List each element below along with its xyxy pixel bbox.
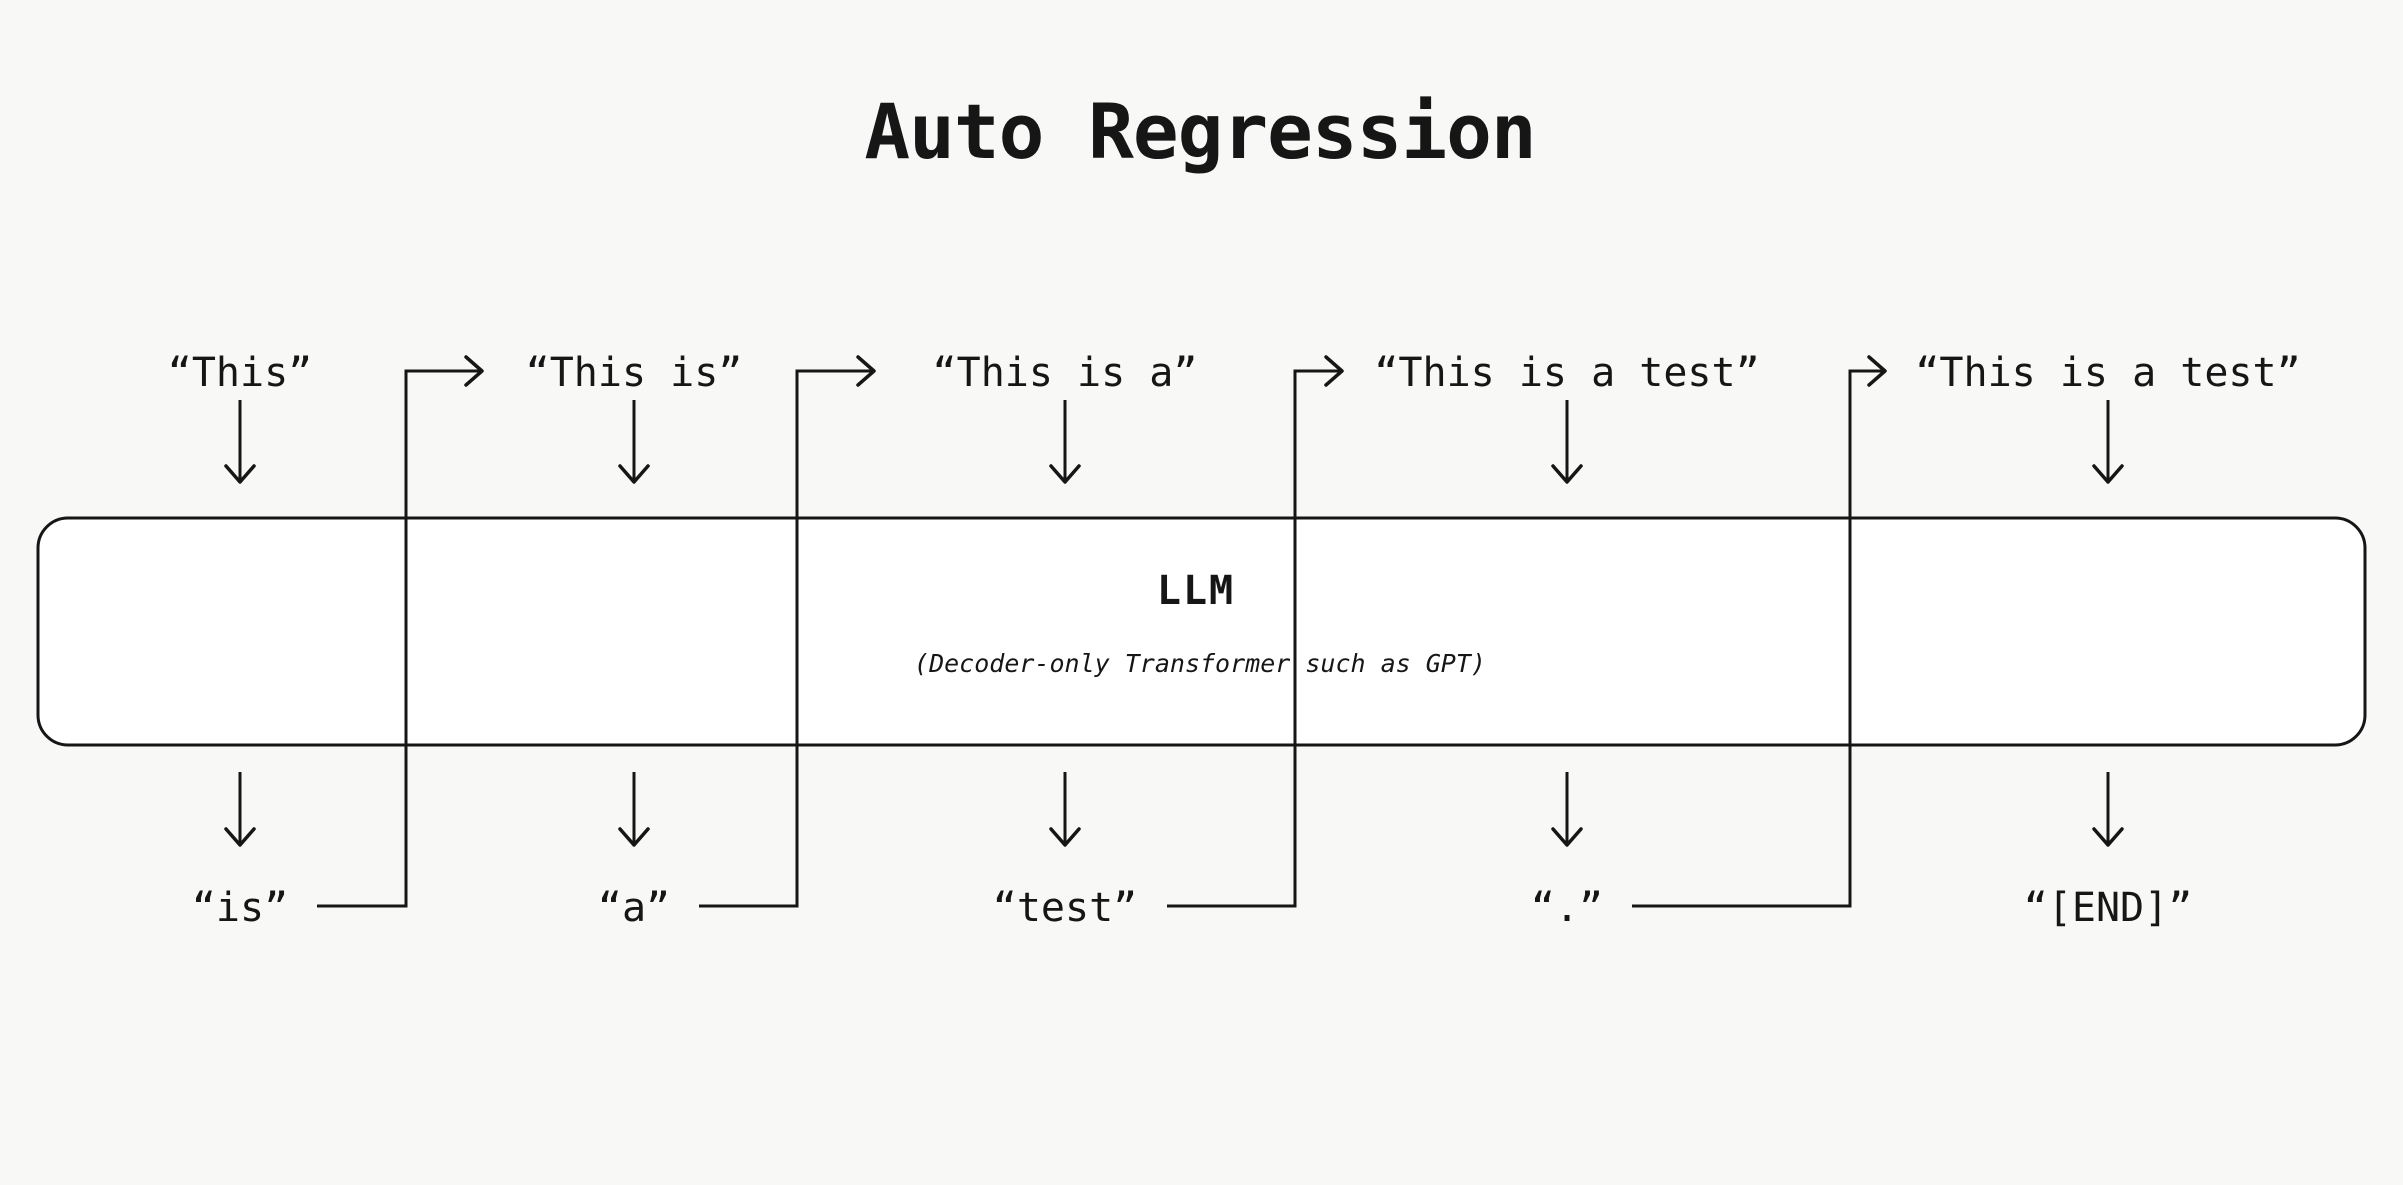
input-arrow-down-5 (2092, 400, 2124, 484)
input-arrow-down-2 (618, 400, 650, 484)
feedback-connector-3 (1167, 355, 1344, 908)
output-label-5: “[END]” (2024, 885, 2193, 931)
output-label-3: “test” (993, 885, 1138, 931)
page-title: Auto Regression (864, 87, 1535, 176)
feedback-connector-1 (317, 355, 484, 908)
llm-sublabel: (Decoder-only Transformer such as GPT) (914, 649, 1486, 678)
output-arrow-down-5 (2092, 772, 2124, 847)
input-label-4: “This is a test” (1374, 350, 1759, 396)
input-label-5: “This is a test” (1915, 350, 2300, 396)
input-label-2: “This is” (526, 350, 743, 396)
output-label-4: “.” (1531, 885, 1603, 931)
output-arrow-down-3 (1049, 772, 1081, 847)
feedback-connector-4 (1632, 355, 1887, 908)
output-arrow-down-2 (618, 772, 650, 847)
input-label-1: “This” (168, 350, 313, 396)
output-arrow-down-4 (1551, 772, 1583, 847)
input-arrow-down-3 (1049, 400, 1081, 484)
output-label-1: “is” (192, 885, 288, 931)
input-arrow-down-4 (1551, 400, 1583, 484)
llm-label: LLM (1157, 568, 1235, 614)
output-arrow-down-1 (224, 772, 256, 847)
llm-box (36, 516, 2367, 747)
input-arrow-down-1 (224, 400, 256, 484)
input-label-3: “This is a” (933, 350, 1198, 396)
output-label-2: “a” (598, 885, 670, 931)
feedback-connector-2 (699, 355, 876, 908)
